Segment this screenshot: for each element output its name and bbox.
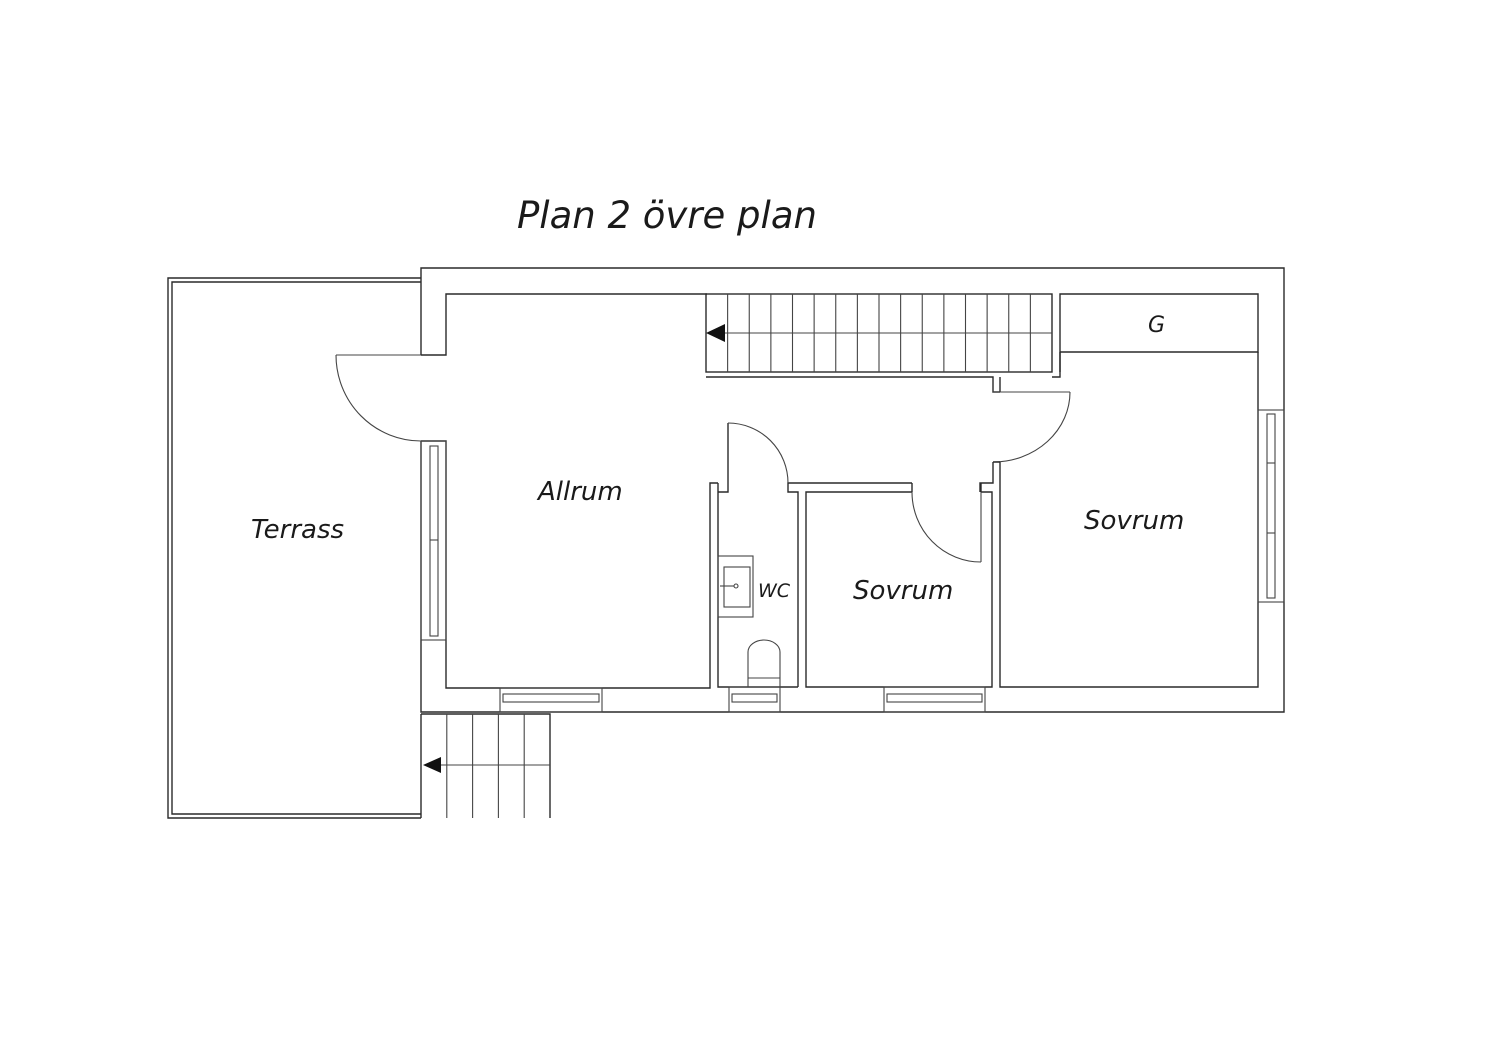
window-allrum-bottom [499, 687, 603, 713]
storage-label: G [1148, 313, 1165, 338]
room-label-sovrum-small: Sovrum [853, 576, 953, 606]
plan-title: Plan 2 övre plan [517, 194, 817, 237]
stair-arrow-icon [423, 757, 441, 773]
stair-arrow-icon [706, 324, 725, 342]
terrace-door [335, 354, 422, 442]
wc [717, 422, 798, 713]
toilet-icon [747, 639, 781, 687]
bedroom-small [787, 482, 993, 713]
bedroom-large [979, 352, 1285, 688]
interior-stairs [705, 293, 1053, 393]
room-label-wc: WC [758, 580, 791, 602]
room-label-allrum: Allrum [536, 477, 623, 507]
room-label-sovrum-large: Sovrum [1084, 506, 1184, 536]
sink-icon [717, 555, 754, 618]
terrace [167, 277, 421, 819]
storage-g: G [1059, 293, 1259, 372]
exterior-stairs [420, 713, 551, 818]
window-allrum-left [420, 440, 447, 641]
room-label-terrace: Terrass [251, 515, 344, 545]
